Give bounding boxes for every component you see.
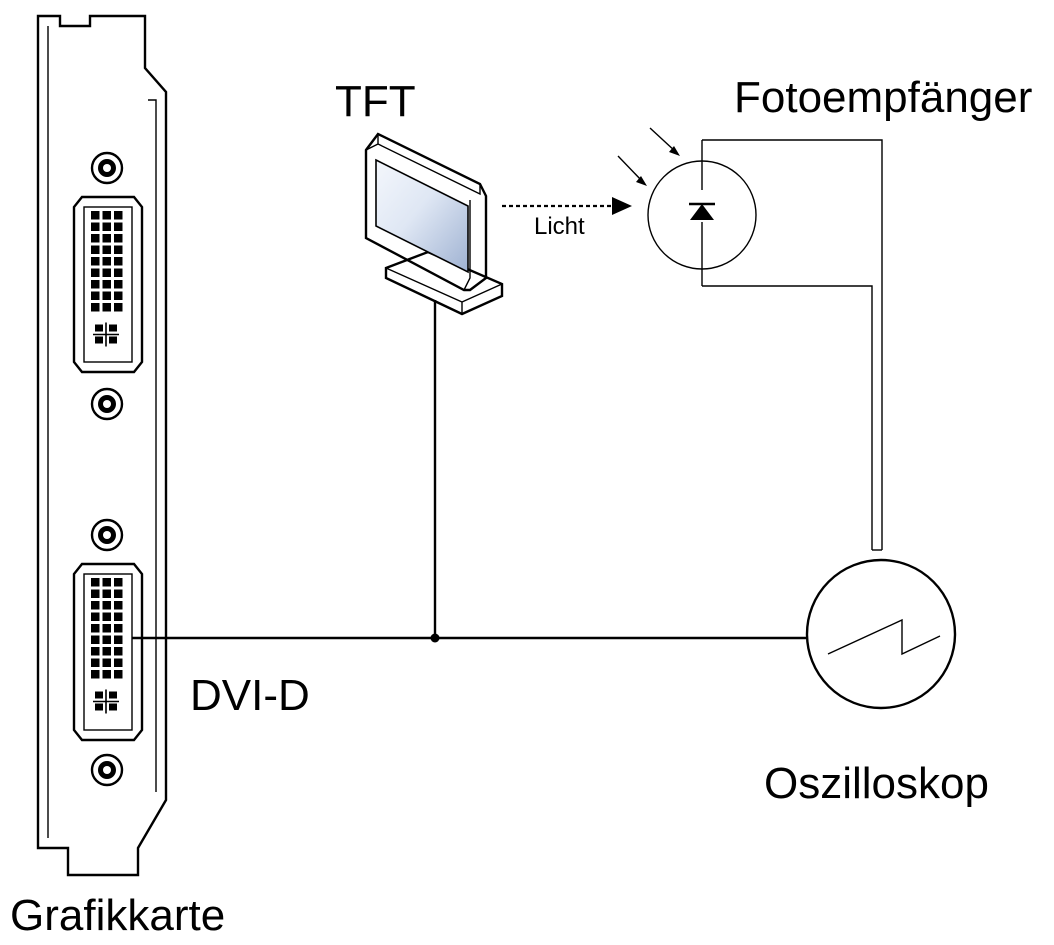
connector-pin: [109, 703, 117, 711]
connector-pin: [102, 647, 111, 656]
connector-blade: [93, 689, 119, 714]
connector-blade: [93, 322, 119, 347]
connector-pin: [91, 222, 100, 231]
light-rays-icon: [617, 127, 680, 186]
connector-pin: [91, 211, 100, 220]
connector-pin: [102, 578, 111, 587]
dvi-connector-icon: [72, 195, 144, 374]
connector-pin: [109, 324, 117, 332]
connector-pin: [114, 601, 123, 610]
connector-pin: [102, 589, 111, 598]
screw-icon: [90, 151, 124, 185]
connector-pin: [114, 268, 123, 277]
connector-pin: [102, 635, 111, 644]
connector-pin: [102, 234, 111, 243]
connector-pin: [102, 303, 111, 312]
dvi-connector-icon: [72, 562, 144, 742]
graphics-card-icon: [36, 14, 168, 877]
connector-pin: [114, 245, 123, 254]
connector-pin: [114, 635, 123, 644]
connector-pin: [109, 336, 117, 344]
screw-icon: [90, 518, 124, 552]
connector-pin: [91, 291, 100, 300]
connector-pin: [91, 670, 100, 679]
connector-pin: [91, 612, 100, 621]
connector-pin: [95, 324, 103, 332]
connector-pin: [91, 245, 100, 254]
connector-pin: [91, 601, 100, 610]
signal-wire: [702, 139, 883, 551]
dvi-cable: [132, 300, 806, 643]
connector-pin: [102, 257, 111, 266]
connector-pin: [102, 291, 111, 300]
connector-pin: [91, 578, 100, 587]
connector-pin: [114, 280, 123, 289]
connector-pin: [95, 336, 103, 344]
screw-icon: [90, 753, 124, 787]
label-photo-receiver: Fotoempfänger: [734, 73, 1032, 122]
connector-pin: [91, 257, 100, 266]
connector-pin: [114, 303, 123, 312]
connector-pin: [114, 234, 123, 243]
connector-pin: [102, 245, 111, 254]
monitor-icon: [364, 132, 504, 316]
connector-pin: [91, 635, 100, 644]
connector-pin: [91, 658, 100, 667]
connector-pin: [114, 624, 123, 633]
label-light: Licht: [534, 213, 585, 240]
connector-pin: [102, 222, 111, 231]
label-dvi: DVI-D: [190, 671, 310, 720]
connector-pin: [95, 691, 103, 699]
connector-pin: [91, 280, 100, 289]
connector-pin: [95, 703, 103, 711]
connector-pin: [91, 589, 100, 598]
connector-pin: [114, 222, 123, 231]
connector-pin: [114, 578, 123, 587]
connector-pin: [91, 647, 100, 656]
label-oscilloscope: Oszilloskop: [764, 759, 989, 808]
connector-pin: [102, 624, 111, 633]
oscilloscope-icon: [805, 558, 957, 710]
connector-pin: [114, 670, 123, 679]
connector-pin: [102, 268, 111, 277]
connector-pin: [114, 589, 123, 598]
screw-icon: [90, 387, 124, 421]
connector-pin: [102, 280, 111, 289]
light-arrow: [502, 197, 632, 215]
connector-pin: [102, 670, 111, 679]
connector-pin: [114, 612, 123, 621]
connector-pin: [114, 291, 123, 300]
connector-pin: [102, 601, 111, 610]
label-graphics-card: Grafikkarte: [10, 891, 225, 940]
connector-pin: [102, 211, 111, 220]
connector-pin: [91, 624, 100, 633]
junction-dot: [430, 633, 440, 643]
connector-pin: [102, 658, 111, 667]
photodiode-icon: [617, 127, 757, 286]
connector-pin: [114, 211, 123, 220]
connector-pin: [109, 691, 117, 699]
connector-pin: [91, 234, 100, 243]
connector-pin: [102, 612, 111, 621]
connector-pin: [91, 268, 100, 277]
connector-pin: [91, 303, 100, 312]
connector-pin: [114, 257, 123, 266]
connector-pin: [114, 647, 123, 656]
label-tft: TFT: [335, 77, 416, 126]
connector-pin: [114, 658, 123, 667]
